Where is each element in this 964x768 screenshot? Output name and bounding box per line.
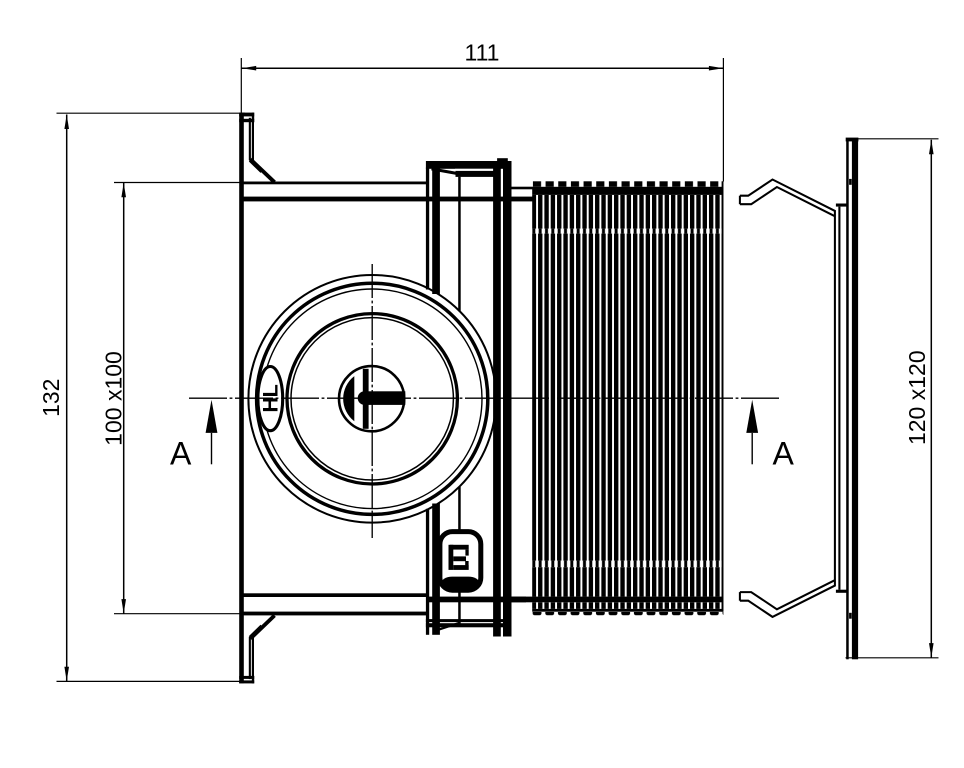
svg-text:A: A xyxy=(773,436,795,472)
svg-text:120 x120: 120 x120 xyxy=(904,350,930,445)
svg-text:111: 111 xyxy=(465,40,500,66)
svg-text:A: A xyxy=(170,436,192,472)
svg-text:100 x100: 100 x100 xyxy=(101,351,127,446)
svg-text:132: 132 xyxy=(38,379,64,417)
